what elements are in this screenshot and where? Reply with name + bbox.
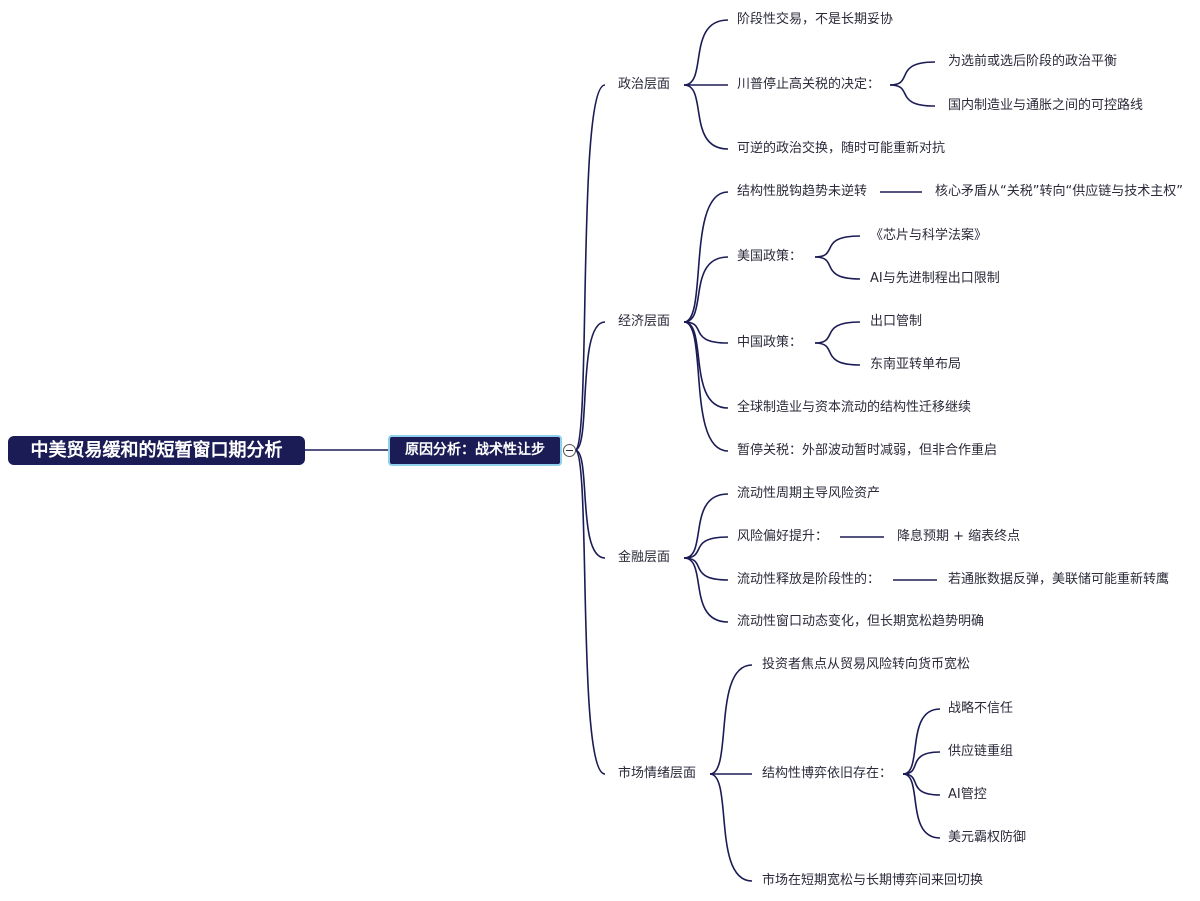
topic-item[interactable]: 中国政策： <box>737 335 803 350</box>
topic-item[interactable]: 结构性脱钩趋势未逆转 <box>737 184 868 199</box>
connector-line <box>683 19 729 86</box>
topic-item[interactable]: 流动性周期主导风险资产 <box>737 486 881 501</box>
topic-item[interactable]: AI与先进制程出口限制 <box>870 271 1000 286</box>
connector-line <box>683 493 729 559</box>
connector-line <box>902 773 941 796</box>
topic-item[interactable]: 阶段性交易，不是长期妥协 <box>737 12 894 27</box>
topic-item[interactable]: 流动性释放是阶段性的： <box>737 572 881 587</box>
connector-line <box>574 84 606 451</box>
connector-line <box>683 321 729 344</box>
connector-line <box>683 321 729 409</box>
topic-item[interactable]: 川普停止高关税的决定： <box>737 77 881 92</box>
connector-line <box>814 256 861 280</box>
connector-line <box>902 751 941 775</box>
topic-economy[interactable]: 经济层面 <box>618 314 671 329</box>
topic-item[interactable]: 国内制造业与通胀之间的可控路线 <box>948 98 1144 113</box>
root-topic[interactable]: 中美贸易缓和的短暂窗口期分析 <box>8 436 305 465</box>
connector-line <box>683 557 729 581</box>
topic-item[interactable]: 核心矛盾从“关税”转向“供应链与技术主权” <box>935 184 1183 199</box>
connector-line <box>889 84 936 107</box>
topic-item[interactable]: 风险偏好提升： <box>737 529 829 544</box>
topic-item[interactable]: 降息预期 + 缩表终点 <box>897 529 1021 544</box>
topic-item[interactable]: 若通胀数据反弹，美联储可能重新转鹰 <box>948 572 1170 587</box>
connector-line <box>683 191 729 323</box>
topic-item[interactable]: 暂停关税：外部波动暂时减弱，但非合作重启 <box>737 443 998 458</box>
connector-line <box>902 708 941 775</box>
topic-item[interactable]: 为选前或选后阶段的政治平衡 <box>948 54 1118 69</box>
topic-item[interactable]: 《芯片与科学法案》 <box>870 228 988 243</box>
topic-item[interactable]: 流动性窗口动态变化，但长期宽松趋势明确 <box>737 614 985 629</box>
topic-item[interactable]: 战略不信任 <box>948 701 1014 716</box>
connector-line <box>902 773 941 839</box>
topic-item[interactable]: 美国政策： <box>737 249 803 264</box>
connector-line <box>683 557 729 623</box>
connector-line <box>683 84 729 150</box>
topic-politics[interactable]: 政治层面 <box>618 77 671 92</box>
topic-item[interactable]: 可逆的政治交换，随时可能重新对抗 <box>737 141 946 156</box>
connector-line <box>814 321 861 344</box>
connector-line <box>683 256 729 323</box>
connector-line <box>683 321 729 452</box>
connector-line <box>814 342 861 366</box>
connector-line <box>574 449 606 559</box>
topic-item[interactable]: AI管控 <box>948 787 987 802</box>
connector-line <box>709 664 753 775</box>
connector-line <box>814 235 861 258</box>
topic-item[interactable]: 东南亚转单布局 <box>870 357 962 372</box>
topic-market[interactable]: 市场情绪层面 <box>618 766 697 781</box>
connector-line <box>574 449 606 775</box>
central-topic[interactable]: 原因分析：战术性让步 <box>388 435 562 466</box>
collapse-toggle-icon[interactable] <box>563 444 576 457</box>
connector-line <box>889 61 936 86</box>
connector-line <box>574 321 606 451</box>
topic-item[interactable]: 全球制造业与资本流动的结构性迁移继续 <box>737 400 972 415</box>
connector-line <box>709 773 753 882</box>
topic-item[interactable]: 美元霸权防御 <box>948 830 1027 845</box>
topic-item[interactable]: 结构性博弈依旧存在： <box>762 766 893 781</box>
connector-line <box>683 536 729 559</box>
topic-item[interactable]: 市场在短期宽松与长期博弈间来回切换 <box>762 873 984 888</box>
topic-item[interactable]: 供应链重组 <box>948 744 1014 759</box>
topic-item[interactable]: 投资者焦点从贸易风险转向货币宽松 <box>762 657 971 672</box>
topic-finance[interactable]: 金融层面 <box>618 550 671 565</box>
topic-item[interactable]: 出口管制 <box>870 314 923 329</box>
